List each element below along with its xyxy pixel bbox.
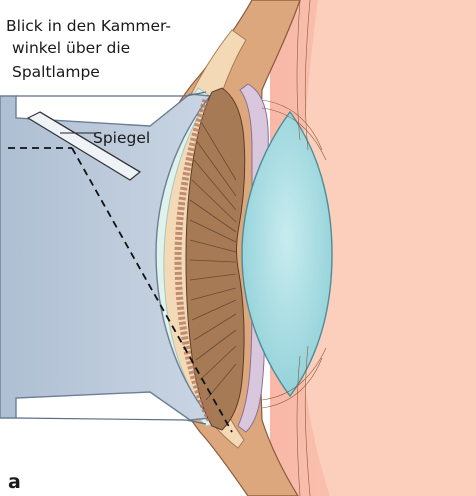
mirror-label: Spiegel <box>93 128 150 148</box>
gonioscope-rim-top <box>16 92 206 96</box>
caption-line-2: winkel über die <box>12 38 130 58</box>
panel-letter: a <box>8 472 21 492</box>
caption-line-1: Blick in den Kammer- <box>6 16 171 36</box>
caption-line-3: Spaltlampe <box>12 62 100 82</box>
gonioscope-rim-bottom <box>16 418 206 424</box>
